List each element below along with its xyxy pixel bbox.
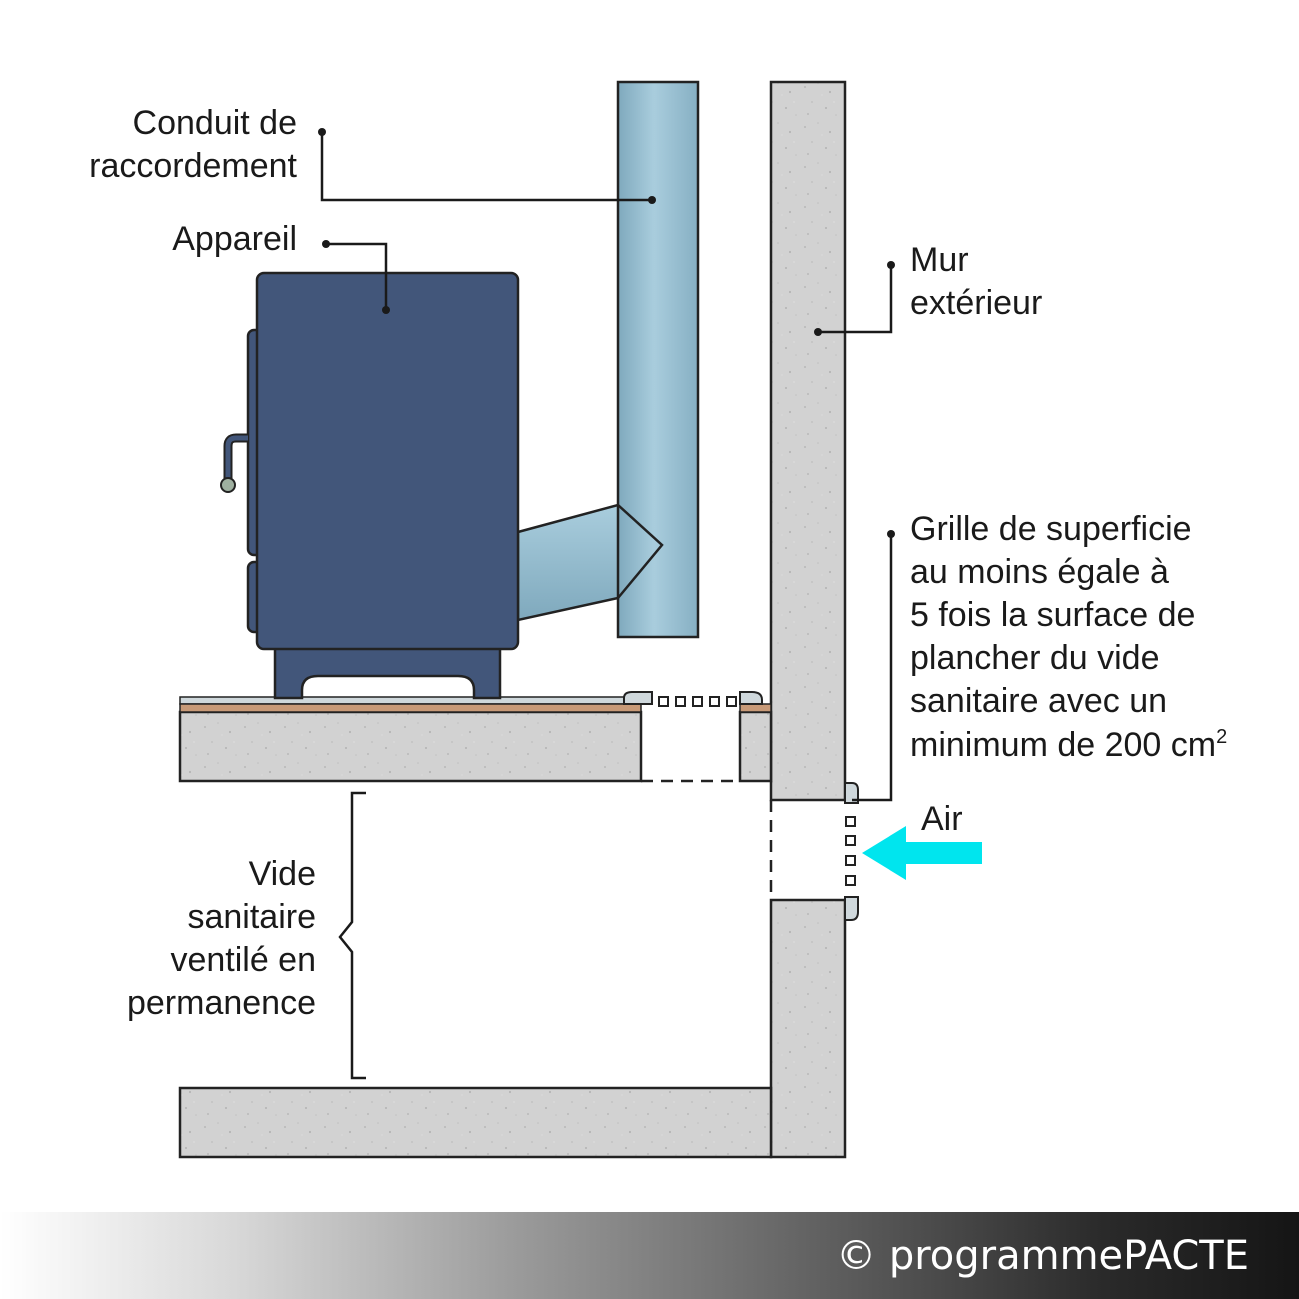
label-grille-line1: Grille de superficie (910, 510, 1192, 548)
exterior-wall (769, 80, 847, 1159)
ground-slab (178, 1086, 773, 1159)
air-arrow (862, 826, 982, 880)
label-air: Air (921, 800, 963, 838)
label-mur-line2: extérieur (910, 284, 1042, 322)
label-grille-line4: plancher du vide (910, 639, 1160, 677)
floor-grille (623, 691, 763, 707)
copyright-text: © programmePACTE (836, 1233, 1249, 1279)
wall-grille (844, 782, 859, 921)
label-vide-line3: ventilé en (170, 941, 316, 979)
label-vide-line4: permanence (127, 984, 316, 1022)
label-grille-line6: minimum de 200 cm2 (910, 726, 1227, 764)
flue-pipe (516, 80, 700, 639)
label-appareil: Appareil (172, 220, 297, 258)
label-grille-line5: sanitaire avec un (910, 682, 1167, 720)
crawlspace-bracket (338, 791, 366, 1080)
stove-appliance (220, 271, 520, 700)
footer-bar (0, 1212, 1299, 1299)
label-mur-line1: Mur (910, 241, 969, 279)
label-grille-line3: 5 fois la surface de (910, 596, 1195, 634)
label-grille-line6-main: minimum de 200 cm (910, 726, 1216, 764)
label-grille-line2: au moins égale à (910, 553, 1169, 591)
leader-lines (318, 128, 895, 802)
label-vide-line1: Vide (249, 855, 316, 893)
label-conduit-line2: raccordement (89, 147, 297, 185)
floor-slab (178, 710, 773, 783)
label-vide-line2: sanitaire (187, 898, 316, 936)
label-grille-superscript: 2 (1216, 726, 1227, 748)
label-conduit-line1: Conduit de (133, 104, 297, 142)
